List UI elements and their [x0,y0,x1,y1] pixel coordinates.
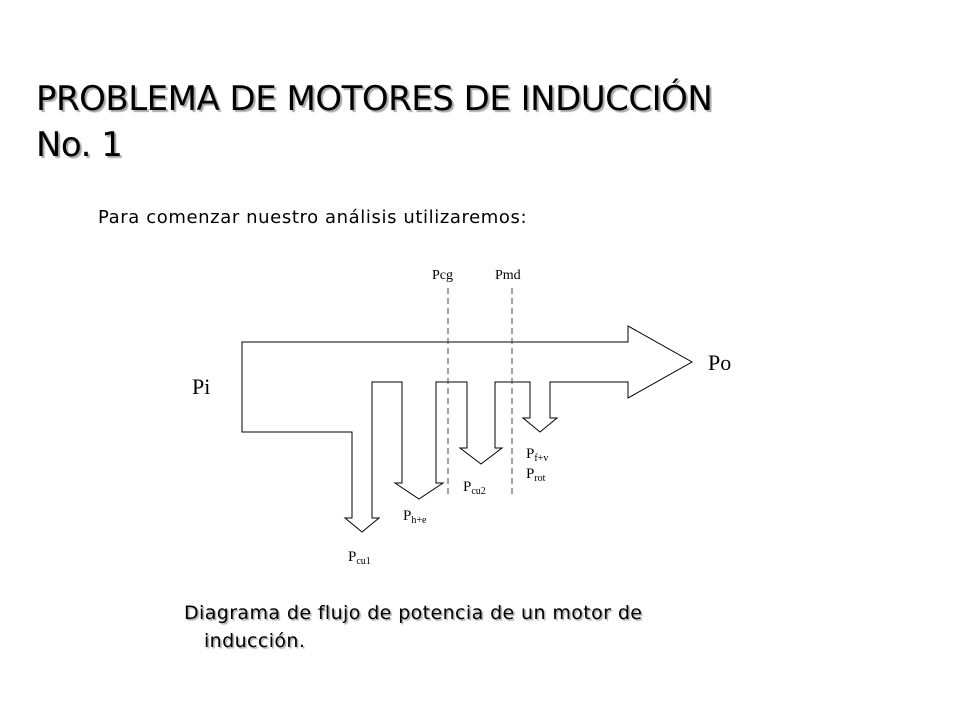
slide-title: PROBLEMA DE MOTORES DE INDUCCIÓN No. 1 [36,76,713,168]
input-power-label: Pi [192,374,210,399]
loss-label-pcu1-sub: cu1 [356,556,370,567]
loss-label-prot-sub: rot [534,473,545,484]
slide-title-line-2: No. 1 [36,125,123,165]
loss-label-phe-base: P [403,508,411,524]
pcg-label: Pcg [432,268,453,283]
caption-line-2: inducción. [204,630,306,652]
loss-label-pfv-sub: f+v [534,453,548,464]
loss-label-phe-sub: h+e [411,515,427,526]
output-power-label: Po [708,350,731,375]
loss-label-pcu2: Pcu2 [463,479,486,497]
loss-label-prot-base: P [526,466,534,482]
loss-label-pfv: Pf+v [526,446,548,464]
pmd-label: Pmd [495,268,521,283]
power-flow-band [241,325,694,533]
loss-label-pcu1-base: P [348,549,356,565]
slide-title-line-1: PROBLEMA DE MOTORES DE INDUCCIÓN [36,79,713,119]
loss-label-prot: Prot [526,466,546,484]
loss-label-pcu2-base: P [463,479,471,495]
loss-label-phe: Ph+e [403,508,427,526]
loss-label-pcu1: Pcu1 [348,549,371,567]
intro-text: Para comenzar nuestro análisis utilizare… [98,207,528,228]
diagram-caption: Diagrama de flujo de potencia de un moto… [184,599,784,655]
loss-label-pcu2-sub: cu2 [471,486,485,497]
loss-label-pfv-base: P [526,446,534,462]
caption-line-1: Diagrama de flujo de potencia de un moto… [184,602,643,624]
